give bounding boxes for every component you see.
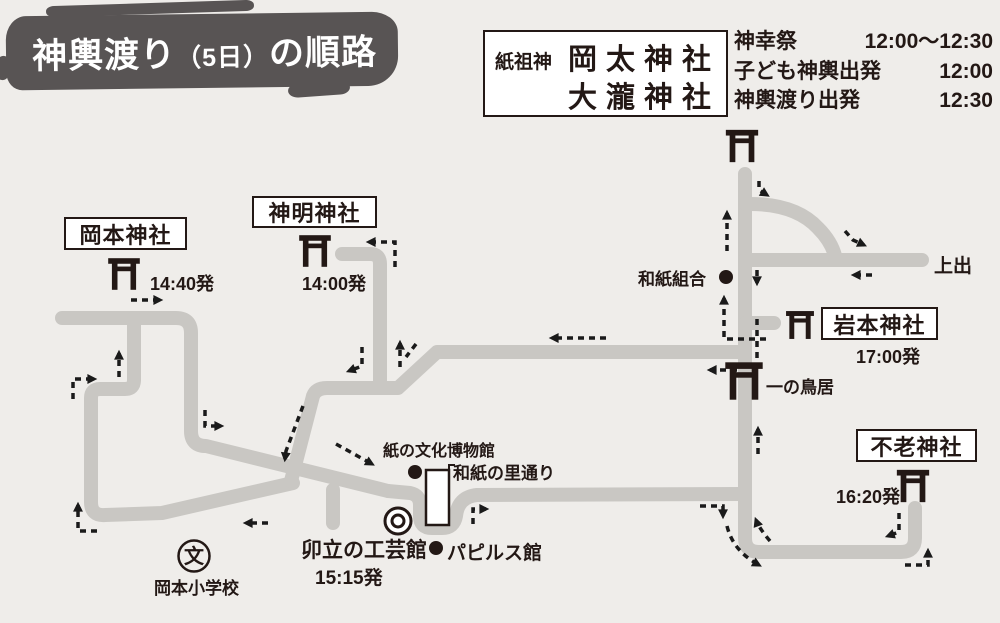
shrine-box-shinmei: 神明神社 — [252, 196, 377, 228]
label-kamide: 上出 — [934, 256, 973, 277]
school-symbol-text: 文 — [184, 544, 205, 568]
shrine-title-box: 紙祖神 岡太神社 大瀧神社 — [483, 30, 728, 117]
building-rect — [424, 468, 451, 527]
schedule-label: 神幸祭 — [734, 30, 797, 53]
route-arrows — [71, 181, 933, 567]
torii-icon — [786, 311, 814, 339]
double-circle-icon — [383, 506, 413, 536]
route-arrow — [905, 547, 933, 567]
departure-time-furo: 16:20発 — [836, 487, 901, 507]
departure-time-shinmei: 14:00発 — [302, 274, 367, 294]
title-rest: の順路 — [268, 32, 378, 73]
road-curve-branch — [739, 196, 843, 267]
route-arrow — [335, 442, 375, 466]
route-arrow — [884, 513, 901, 539]
schedule-row: 神幸祭 12:00～12:30 — [734, 27, 993, 57]
road-northwest-loop — [55, 311, 395, 498]
departure-time-udatsu: 15:15発 — [315, 568, 383, 589]
page-title: 神輿渡り（5日）の順路 — [32, 23, 378, 78]
schedule-time: 12:00～12:30 — [864, 30, 993, 53]
shrine-name-otaki-jinja: 大瀧神社 — [567, 82, 720, 114]
schedule-row: 子ども神輿出発 12:00 — [734, 57, 993, 87]
street-leader-line — [448, 464, 455, 474]
route-arrow — [719, 294, 766, 341]
route-arrow — [725, 525, 762, 567]
label-udatsu-craft-center: 卯立の工芸館 — [301, 539, 427, 562]
schedule-row: 神輿渡り出発 12:30 — [734, 86, 993, 116]
route-arrow — [73, 501, 97, 533]
poi-dot-washikumiai — [719, 270, 733, 284]
road-main-vertical — [738, 167, 922, 559]
route-arrow — [280, 405, 305, 463]
shrine-name-okamoto-jinja: 岡太神社 — [567, 44, 720, 76]
torii-icon — [896, 469, 930, 503]
torii-icon — [108, 258, 140, 290]
schedule-label: 神輿渡り出発 — [734, 89, 860, 112]
schedule-time: 12:30 — [939, 89, 993, 112]
route-arrow — [700, 504, 728, 520]
schedule-label: 子ども神輿出発 — [734, 59, 881, 83]
route-arrow — [345, 347, 364, 374]
torii-icon — [725, 129, 759, 163]
label-washinosato-street: 和紙の里通り — [453, 464, 555, 483]
departure-time-okamoto: 14:40発 — [150, 274, 215, 294]
shrine-box-iwamoto: 岩本神社 — [821, 307, 938, 340]
torii-icon — [299, 235, 331, 267]
title-main: 神輿渡り — [31, 34, 177, 76]
road-shinmei-branch — [335, 247, 387, 394]
road-west-jog — [84, 311, 300, 523]
event-schedule: 神幸祭 12:00～12:30 子ども神輿出発 12:00 神輿渡り出発 12:… — [734, 27, 993, 116]
roads — [55, 167, 929, 559]
shrine-box-okamoto: 岡本神社 — [64, 217, 187, 250]
route-arrow — [757, 181, 770, 197]
road-washinosato-street — [381, 484, 748, 535]
route-arrow — [471, 504, 490, 524]
label-washi-kumiai: 和紙組合 — [638, 270, 706, 289]
poi-dot-papyrus — [429, 541, 443, 555]
label-papyrus-hall: パピルス館 — [447, 543, 543, 564]
route-arrow — [71, 374, 98, 399]
schedule-time: 12:00 — [939, 59, 993, 83]
shrine-box-furo: 不老神社 — [856, 429, 977, 462]
route-arrow — [365, 237, 397, 267]
road-main-horizontal — [284, 345, 752, 488]
route-dashes — [404, 342, 418, 359]
shrine-subtitle: 紙祖神 — [495, 52, 553, 73]
poi-dot-museum — [408, 465, 422, 479]
route-arrow — [843, 229, 868, 247]
label-ichi-no-torii: 一の鳥居 — [766, 378, 834, 397]
school-circle-icon: 文 — [177, 539, 211, 573]
departure-time-iwamoto: 17:00発 — [856, 347, 921, 367]
label-okamoto-elementary: 岡本小学校 — [154, 579, 239, 598]
route-arrow — [753, 516, 772, 543]
title-day: （5日） — [175, 42, 270, 72]
title-banner: 神輿渡り（5日）の順路 — [5, 11, 399, 91]
route-arrow — [203, 410, 225, 431]
label-paper-culture-museum: 紙の文化博物館 — [383, 443, 496, 460]
